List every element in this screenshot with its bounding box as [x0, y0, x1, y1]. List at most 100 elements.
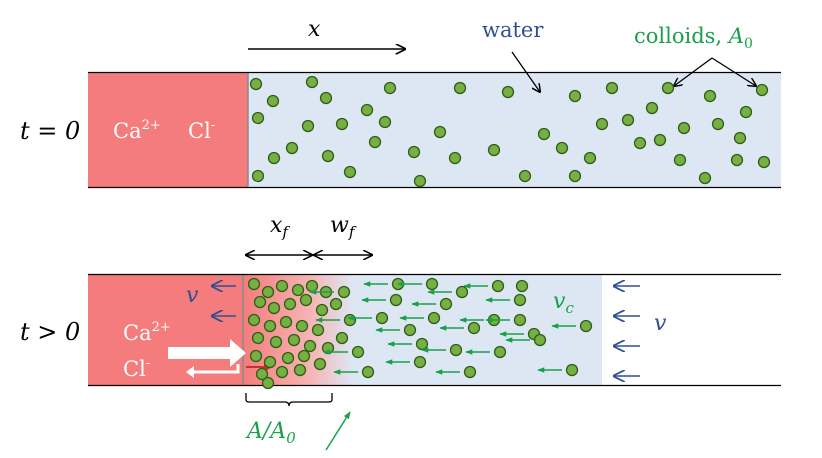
- accumulated-colloid: [311, 323, 325, 337]
- colloid-particle: [518, 169, 532, 183]
- accumulated-colloid: [299, 293, 313, 307]
- accumulated-colloid: [297, 349, 311, 363]
- colloid-particle: [568, 169, 582, 183]
- moving-colloid: [375, 311, 389, 325]
- colloid-particle: [383, 81, 397, 95]
- moving-colloid: [335, 331, 349, 345]
- water-label: water: [482, 18, 544, 42]
- ion-label-cl-bottom: Cl-: [123, 356, 150, 381]
- accumulated-colloid: [255, 367, 269, 381]
- time-label-top: t = 0: [20, 117, 80, 145]
- colloid-particle: [343, 165, 357, 179]
- moving-colloid: [439, 297, 453, 311]
- colloid-particle: [730, 153, 744, 167]
- moving-colloid: [427, 311, 441, 325]
- colloids-bottom: [247, 277, 593, 390]
- colloid-particle: [568, 89, 582, 103]
- moving-colloid: [565, 363, 579, 377]
- front-width-label: wf: [330, 213, 357, 241]
- colloids-pointer-arrow-2: [711, 57, 756, 86]
- water-pointer-arrow: [511, 51, 540, 92]
- moving-colloid: [449, 343, 463, 357]
- accumulated-colloid: [283, 297, 297, 311]
- moving-colloid: [467, 321, 481, 335]
- accumulated-colloid: [305, 279, 319, 293]
- velocity-label-right: v: [654, 311, 667, 336]
- colloid-particle: [407, 145, 421, 159]
- colloid-particle: [267, 151, 281, 165]
- accumulated-colloid: [263, 355, 277, 369]
- accumulated-colloid: [275, 365, 289, 379]
- colloid-particle: [487, 143, 501, 157]
- moving-colloid: [515, 279, 529, 293]
- colloid-particle: [757, 155, 771, 169]
- colloid-particle: [739, 105, 753, 119]
- colloids-pointer-arrow-1: [674, 57, 713, 86]
- moving-colloid: [533, 333, 547, 347]
- colloids-label: colloids, A0: [634, 24, 753, 52]
- axis-label-x: x: [308, 17, 321, 42]
- colloid-particle: [711, 117, 725, 131]
- colloid-particle: [621, 113, 635, 127]
- accumulated-colloid: [275, 279, 289, 293]
- accumulated-colloid: [313, 357, 327, 371]
- moving-colloid: [329, 297, 343, 311]
- accumulation-brace: [245, 393, 333, 407]
- accumulated-colloid: [269, 335, 283, 349]
- ratio-pointer-arrow: [325, 411, 351, 451]
- accumulated-colloid: [315, 303, 329, 317]
- accumulated-colloid: [251, 331, 265, 345]
- moving-colloid: [415, 337, 429, 351]
- accumulated-colloid: [261, 376, 275, 390]
- moving-colloid: [463, 365, 477, 379]
- accumulated-colloid: [261, 285, 275, 299]
- time-label-bottom: t > 0: [20, 318, 80, 346]
- accumulated-colloid: [253, 295, 267, 309]
- moving-colloid: [513, 313, 527, 327]
- moving-colloid: [455, 285, 469, 299]
- salt-region-bottom: [88, 275, 243, 385]
- accumulated-colloid: [263, 319, 277, 333]
- colloid-particle: [755, 83, 769, 97]
- accumulated-colloid: [279, 315, 293, 329]
- colloid-particle: [677, 121, 691, 135]
- accumulated-colloid: [293, 363, 307, 377]
- moving-colloid: [343, 313, 357, 327]
- moving-colloid: [579, 319, 593, 333]
- colloid-particle: [368, 135, 382, 149]
- colloid-particle: [698, 171, 712, 185]
- colloid-particle: [645, 101, 659, 115]
- moving-colloid: [351, 345, 365, 359]
- colloid-particle: [335, 117, 349, 131]
- colloid-particle: [555, 141, 569, 155]
- colloid-particle: [448, 151, 462, 165]
- moving-colloid: [403, 323, 417, 337]
- salt-region-top: [88, 73, 248, 187]
- colloid-particle: [251, 169, 265, 183]
- colloid-particle: [433, 125, 447, 139]
- velocity-label-left: v: [186, 283, 199, 308]
- colloid-particle: [305, 75, 319, 89]
- colloid-particle: [378, 115, 392, 129]
- colloid-particle: [301, 119, 315, 133]
- return-flux-arrowhead: [186, 366, 194, 378]
- colloid-particle: [413, 174, 427, 188]
- colloid-particle: [653, 133, 667, 147]
- colloid-particle: [360, 103, 374, 117]
- ion-label-cl-top: Cl-: [188, 118, 215, 143]
- salt-flux-arrow: [168, 339, 246, 367]
- accumulated-colloid: [287, 333, 301, 347]
- front-position-label: xf: [270, 213, 290, 241]
- accumulated-colloid: [295, 319, 309, 333]
- accumulated-colloid: [249, 349, 263, 363]
- accumulated-colloid: [281, 351, 295, 365]
- colloid-particle: [633, 136, 647, 150]
- moving-colloid: [491, 279, 505, 293]
- colloid-particle: [453, 81, 467, 95]
- colloid-particle: [319, 91, 333, 105]
- colloid-particle: [501, 85, 515, 99]
- colloid-particle: [703, 89, 717, 103]
- colloid-particle: [537, 127, 551, 141]
- moving-colloid: [513, 293, 527, 307]
- colloid-particle: [251, 111, 265, 125]
